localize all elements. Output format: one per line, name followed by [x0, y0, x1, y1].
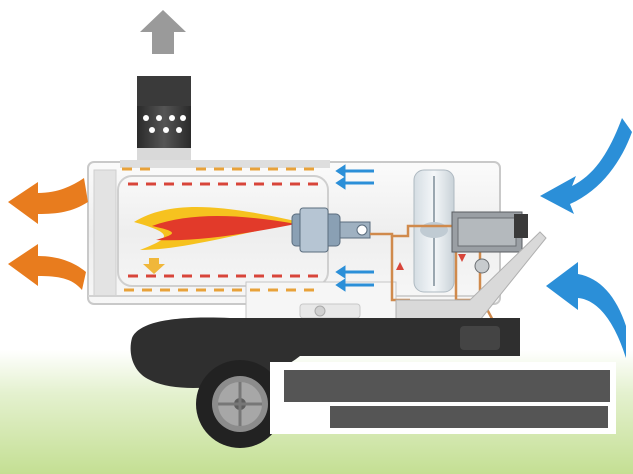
- flame-icon: [134, 206, 300, 250]
- left-arrow-icon: [8, 244, 86, 290]
- cold-air-flow: [335, 164, 374, 292]
- redacted-caption: [270, 362, 616, 434]
- fan-icon: [413, 169, 455, 293]
- hot-air-flow: [122, 167, 314, 292]
- curved-arrow-icon: [546, 262, 626, 358]
- wheel-icon: [196, 360, 284, 448]
- up-arrow-icon: [140, 10, 186, 54]
- chimney: [137, 76, 191, 170]
- combustion-flow: [128, 182, 318, 278]
- down-arrow-icon: [143, 258, 165, 274]
- flow-arrow-icon: [396, 262, 404, 270]
- left-arrow-icon: [8, 178, 88, 224]
- burner: [291, 207, 371, 253]
- pump-box: [451, 211, 528, 274]
- flow-arrow-icon: [458, 254, 466, 262]
- curved-arrow-icon: [540, 118, 632, 214]
